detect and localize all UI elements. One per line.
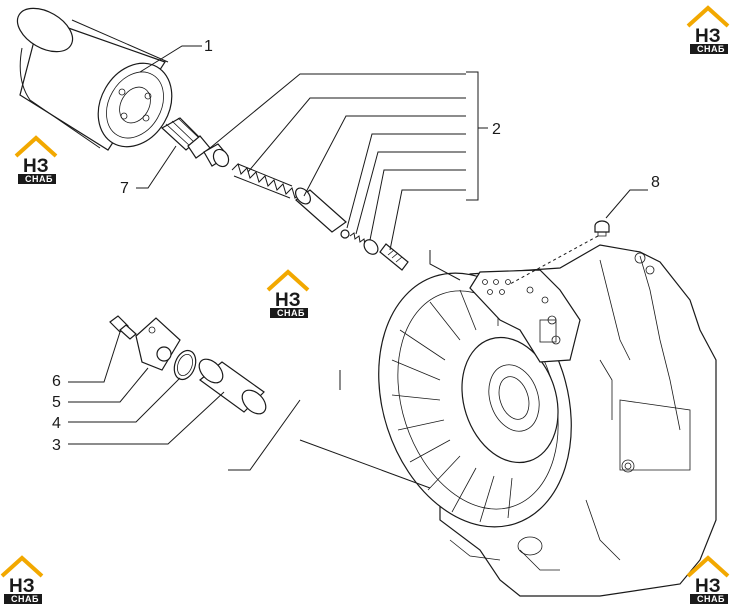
logo-left: НЗ СНАБ (14, 136, 58, 186)
callout-3: 3 (52, 437, 61, 454)
leader-lines (68, 45, 648, 489)
logo-top-right: НЗ СНАБ (686, 6, 730, 56)
svg-text:НЗ: НЗ (275, 290, 301, 311)
svg-text:НЗ: НЗ (695, 576, 721, 597)
callout-8: 8 (651, 174, 660, 191)
callout-2: 2 (492, 121, 501, 138)
svg-text:СНАБ: СНАБ (697, 44, 725, 54)
svg-text:НЗ: НЗ (695, 26, 721, 47)
svg-text:СНАБ: СНАБ (11, 594, 39, 604)
transmission-housing (378, 244, 717, 597)
callout-labels: 1 2 3 4 5 6 7 8 (52, 38, 660, 454)
svg-text:СНАБ: СНАБ (277, 308, 305, 318)
logo-bottom-left: НЗ СНАБ (0, 556, 44, 606)
svg-text:НЗ: НЗ (9, 576, 35, 597)
valve-kit-parts (203, 143, 409, 271)
adapter-fitting-part (160, 117, 211, 159)
callout-5: 5 (52, 394, 61, 411)
svg-text:НЗ: НЗ (23, 156, 49, 177)
oil-filter-part (16, 7, 173, 151)
callout-6: 6 (52, 373, 61, 390)
callout-1: 1 (204, 38, 213, 55)
logo-center: НЗ СНАБ (266, 270, 310, 320)
plug-bolt-part (594, 220, 610, 237)
logo-bottom-right: НЗ СНАБ (686, 556, 730, 606)
callout-7: 7 (120, 180, 129, 197)
svg-text:СНАБ: СНАБ (25, 174, 53, 184)
cover-kit-parts (109, 315, 267, 415)
callout-4: 4 (52, 415, 61, 432)
svg-text:СНАБ: СНАБ (697, 594, 725, 604)
